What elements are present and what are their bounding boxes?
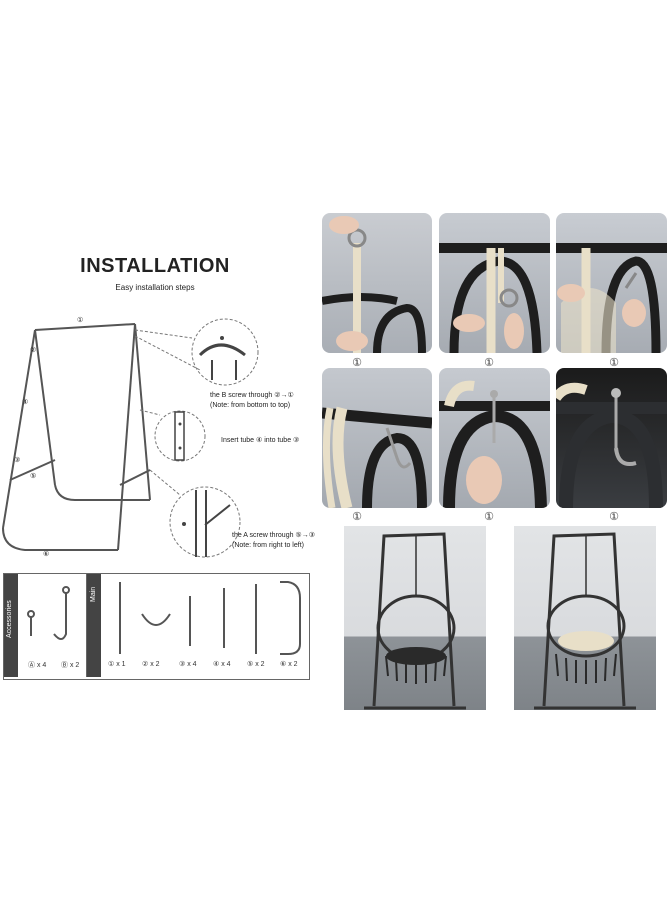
frame-label-3: ③ <box>14 456 20 464</box>
result-photo-cushion-chair <box>514 526 656 710</box>
step-photo-2 <box>439 213 550 353</box>
accessories-header <box>4 574 18 677</box>
left-front-leg <box>2 329 36 529</box>
hook-b-nut-icon <box>62 586 70 594</box>
part-6-count: ⑥ x 2 <box>280 661 298 668</box>
part-1-count: ① x 1 <box>108 661 126 668</box>
frame-label-5: ⑤ <box>30 472 36 480</box>
part-5-count: ⑤ x 2 <box>247 661 265 668</box>
note-a-screw-line1: the A screw through ⑤→③ <box>232 532 315 539</box>
table-divider <box>86 574 87 677</box>
part-2-count: ② x 2 <box>142 661 160 668</box>
accessories-label: Accessories <box>6 600 13 638</box>
part-2-icon <box>141 613 171 626</box>
note-b-screw-line1: the B screw through ②→① <box>210 392 294 399</box>
note-b-screw-line2: (Note: from bottom to top) <box>210 402 291 409</box>
part-3-count: ③ x 4 <box>179 661 197 668</box>
hook-b-icon <box>53 592 67 640</box>
frame-label-4: ④ <box>22 398 28 406</box>
accessory-b-count: Ⓑ x 2 <box>61 662 80 669</box>
bottom-front-base <box>2 527 118 551</box>
frame-diagram: ① ② ④ ③ ⑤ ⑥ <box>2 316 259 558</box>
step-photo-4 <box>322 368 432 508</box>
step-photo-1 <box>322 213 432 353</box>
parts-table: Accessories Main Ⓐ x 4 Ⓑ x 2 ① x 1 ② x 2… <box>3 573 310 680</box>
note-a-screw-line2: (Note: from right to left) <box>232 542 304 549</box>
parts-drawings <box>27 581 301 655</box>
step-mark-1: ① <box>352 357 362 369</box>
installation-subtitle: Easy installation steps <box>115 283 195 292</box>
part-4-count: ④ x 4 <box>213 661 231 668</box>
left-back-leg <box>34 329 56 486</box>
installation-title: INSTALLATION <box>80 255 230 277</box>
right-brace <box>119 469 151 486</box>
frame-label-1: ① <box>77 316 83 324</box>
right-front-leg <box>117 323 136 551</box>
step-mark-2: ① <box>484 357 494 369</box>
result-photo-empty-chair <box>344 526 486 710</box>
screw-a-head-icon <box>27 610 35 618</box>
step-mark-6: ① <box>609 511 619 523</box>
bottom-back-base <box>54 484 150 501</box>
step-mark-3: ① <box>609 357 619 369</box>
step-mark-4: ① <box>352 511 362 523</box>
part-6-icon <box>280 581 301 655</box>
top-bar <box>34 323 136 331</box>
detail-circle-bottom <box>149 469 241 558</box>
main-header <box>87 574 101 677</box>
detail-circle-middle <box>139 409 206 462</box>
note-insert-tube: Insert tube ④ into tube ③ <box>221 437 300 444</box>
stand-frame <box>2 323 151 551</box>
note-b-screw: the B screw through ②→① (Note: from bott… <box>210 391 294 411</box>
step-photo-5 <box>439 368 550 508</box>
frame-label-6: ⑥ <box>43 550 49 558</box>
accessory-a-count: Ⓐ x 4 <box>28 662 47 669</box>
detail-circle-top <box>134 318 259 386</box>
note-a-screw: the A screw through ⑤→③ (Note: from righ… <box>232 531 315 551</box>
step-mark-5: ① <box>484 511 494 523</box>
frame-label-2: ② <box>30 346 36 354</box>
left-brace <box>9 459 56 481</box>
step-photo-3 <box>556 213 667 353</box>
step-photo-6 <box>556 368 667 508</box>
